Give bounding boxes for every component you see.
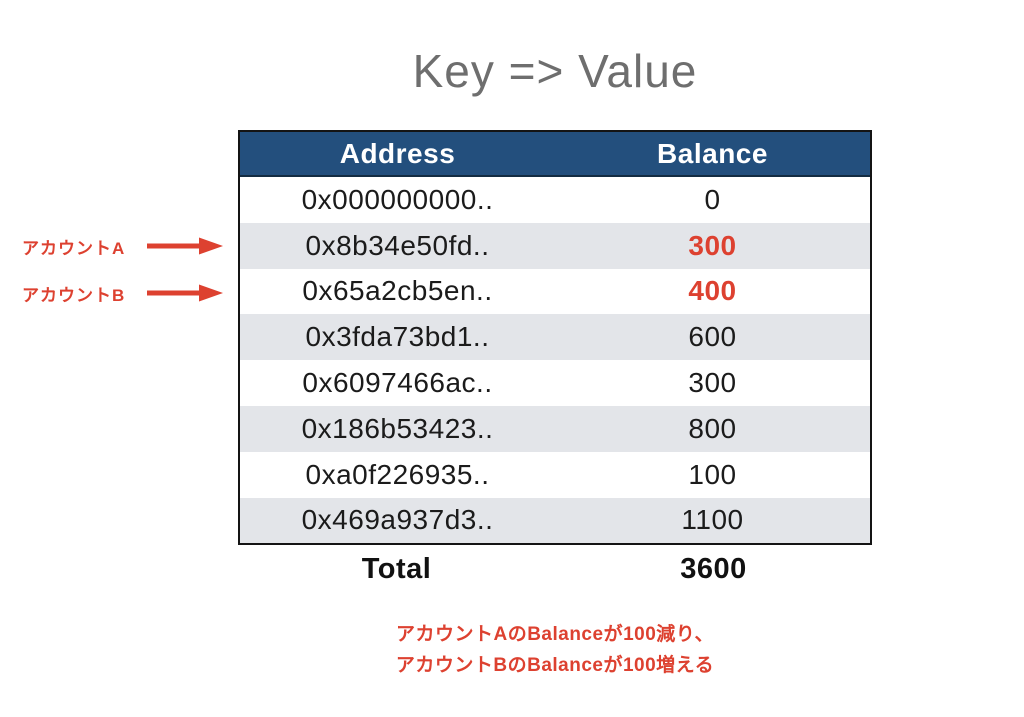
balance-cell: 300 — [688, 229, 737, 261]
annotation-account-b: アカウントB — [22, 281, 224, 305]
table-row: 0x3fda73bd1.. 600 — [240, 314, 870, 361]
address-cell: 0x186b53423.. — [301, 412, 494, 444]
address-cell: 0x6097466ac.. — [302, 367, 493, 399]
balance-cell: 300 — [688, 367, 737, 399]
address-cell: 0xa0f226935.. — [305, 458, 490, 490]
footer-line-2: アカウントBのBalanceが100増える — [395, 655, 715, 676]
column-header-balance: Balance — [657, 137, 768, 169]
footer-note: アカウントAのBalanceが100減り、 アカウントBのBalanceが100… — [238, 619, 872, 681]
column-header-address: Address — [339, 137, 456, 169]
balance-cell: 600 — [688, 321, 737, 353]
balance-cell: 400 — [688, 275, 737, 307]
total-label: Total — [361, 552, 432, 585]
table-header-row: Address Balance — [240, 132, 870, 177]
address-cell: 0x8b34e50fd.. — [305, 229, 490, 261]
table-row: 0x6097466ac.. 300 — [240, 360, 870, 406]
footer-line-1: アカウントAのBalanceが100減り、 — [395, 624, 715, 645]
annotation-account-a: アカウントA — [22, 234, 224, 258]
arrow-right-icon — [147, 237, 224, 255]
table-row: 0xa0f226935.. 100 — [240, 451, 870, 498]
arrow-right-icon — [147, 284, 224, 302]
total-row: Total 3600 — [238, 547, 872, 591]
table-row: 0x469a937d3.. 1100 — [240, 497, 870, 544]
page-title: Key => Value — [412, 45, 698, 97]
table-body: 0x000000000.. 0 0x8b34e50fd.. 300 0x65a2… — [240, 177, 870, 544]
address-cell: 0x000000000.. — [301, 183, 494, 215]
balance-cell: 800 — [688, 412, 737, 444]
table-row: 0x65a2cb5en.. 400 — [240, 268, 870, 315]
account-a-label: アカウントA — [22, 238, 126, 258]
table-row: 0x186b53423.. 800 — [240, 405, 870, 452]
balance-cell: 0 — [704, 183, 721, 215]
balance-cell: 1100 — [681, 504, 744, 536]
account-b-label: アカウントB — [22, 285, 126, 305]
address-cell: 0x65a2cb5en.. — [302, 275, 493, 307]
key-value-table: Address Balance 0x000000000.. 0 0x8b34e5… — [238, 130, 872, 546]
balance-cell: 100 — [688, 458, 737, 490]
table-row: 0x8b34e50fd.. 300 — [240, 222, 870, 269]
table-row: 0x000000000.. 0 — [240, 177, 870, 223]
address-cell: 0x3fda73bd1.. — [305, 321, 490, 353]
address-cell: 0x469a937d3.. — [301, 504, 494, 536]
total-value: 3600 — [680, 552, 747, 585]
